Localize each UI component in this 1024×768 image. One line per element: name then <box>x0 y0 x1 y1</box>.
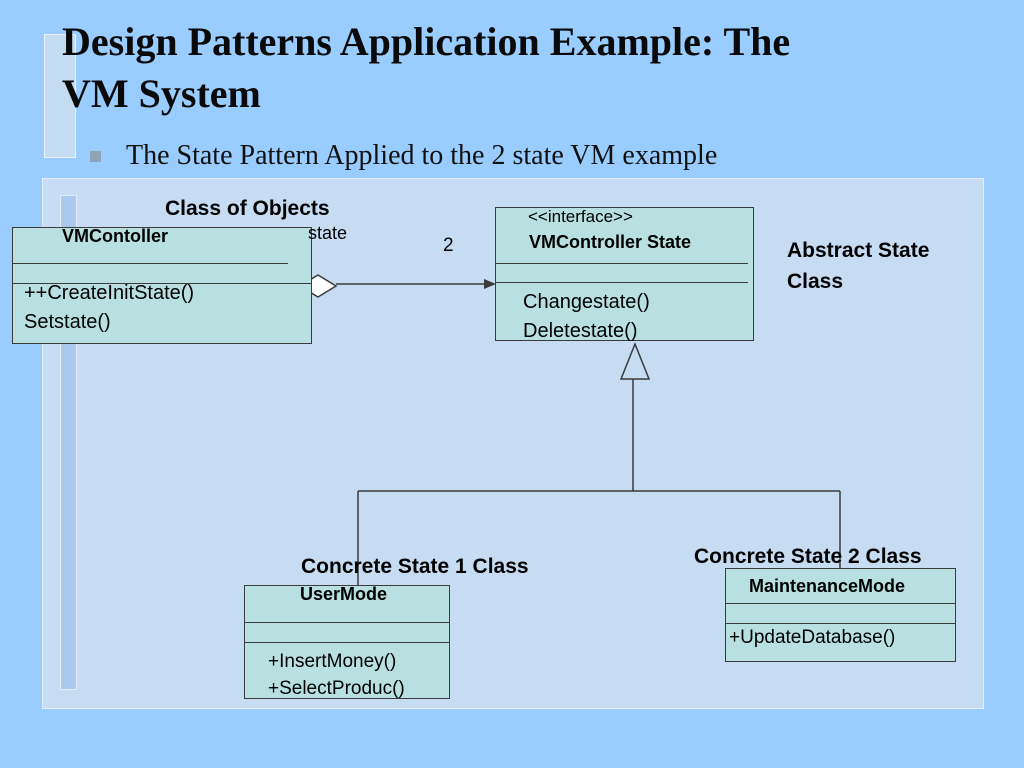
interface-stereotype: <<interface>> <box>528 207 633 226</box>
class-divider <box>495 282 748 283</box>
class-name-maintenance-mode: MaintenanceMode <box>749 576 906 596</box>
slide-title: Design Patterns Application Example: The… <box>62 16 962 120</box>
abstract-state-label-line-2: Class <box>787 270 844 293</box>
class-divider <box>12 263 288 264</box>
method-deletestate: Deletestate() <box>523 320 638 342</box>
class-box-state-interface <box>495 207 754 341</box>
slide-title-line-1: Design Patterns Application Example: The <box>62 19 791 64</box>
class-divider <box>12 283 312 284</box>
state-role-label: state <box>308 223 348 243</box>
method-setstate: Setstate() <box>24 311 111 333</box>
square-bullet-icon <box>90 151 101 162</box>
class-name-user-mode: UserMode <box>300 584 388 604</box>
slide-title-line-2: VM System <box>62 71 261 116</box>
method-select-product: +SelectProduc() <box>268 678 405 699</box>
decorative-bar-top <box>44 34 76 158</box>
inheritance-triangle-icon <box>619 341 651 380</box>
method-create-init-state: ++CreateInitState() <box>24 282 195 304</box>
class-divider <box>725 603 956 604</box>
bullet-text: The State Pattern Applied to the 2 state… <box>126 140 718 171</box>
class-name-state-interface: VMController State <box>529 232 692 252</box>
arrowhead-icon <box>484 279 496 289</box>
method-update-database: +UpdateDatabase() <box>729 627 896 648</box>
class-of-objects-label: Class of Objects <box>165 197 330 220</box>
class-name-vmcontroller: VMContoller <box>62 226 168 246</box>
concrete-state-1-label: Concrete State 1 Class <box>301 555 529 578</box>
class-divider <box>244 622 450 623</box>
abstract-state-label-line-1: Abstract State <box>787 239 930 262</box>
class-box-vmcontroller <box>12 227 312 344</box>
concrete-state-2-label: Concrete State 2 Class <box>694 545 922 568</box>
multiplicity-label: 2 <box>443 235 454 256</box>
class-divider <box>495 263 748 264</box>
class-divider <box>244 642 450 643</box>
class-divider <box>725 623 956 624</box>
method-changestate: Changestate() <box>523 291 650 313</box>
class-box-maintenance-mode <box>725 568 956 662</box>
method-insert-money: +InsertMoney() <box>268 651 397 672</box>
